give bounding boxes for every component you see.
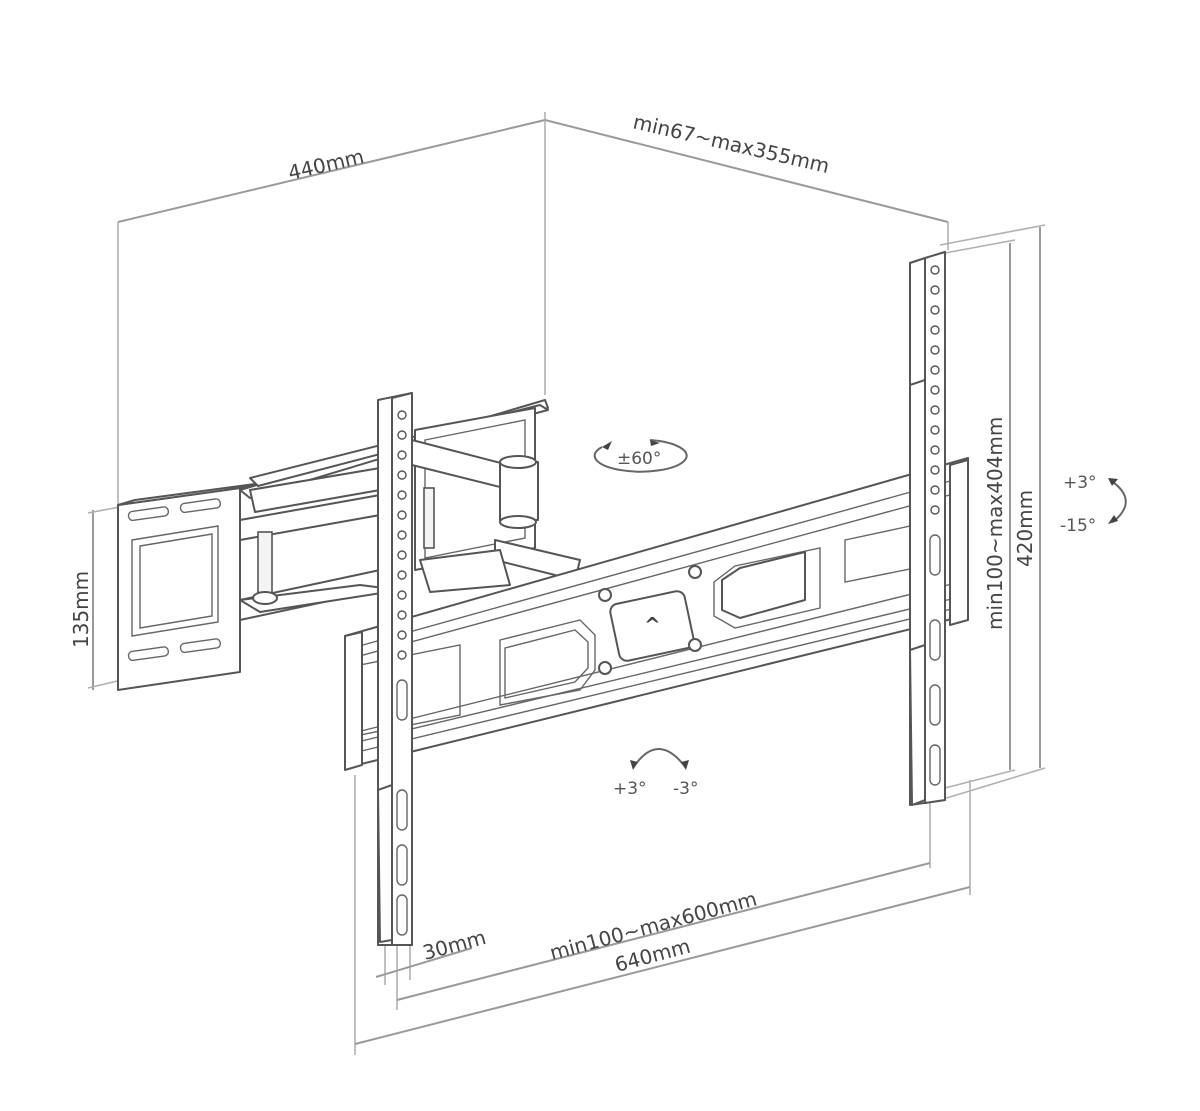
label-level-minus: -3° bbox=[673, 779, 698, 799]
center-arrow-marker: ^ bbox=[644, 613, 661, 637]
horizontal-rail bbox=[344, 457, 969, 771]
label-tilt-down: -15° bbox=[1060, 516, 1096, 536]
label-extension-depth: 440mm bbox=[286, 144, 367, 185]
label-tilt-up: +3° bbox=[1063, 473, 1097, 493]
swivel-arrow-icon bbox=[593, 439, 688, 473]
label-vertical-vesa: min100~max404mm bbox=[983, 417, 1007, 630]
tilt-arrow-icon bbox=[1109, 479, 1127, 523]
label-level-plus: +3° bbox=[613, 779, 647, 799]
level-indicator: +3° -3° bbox=[613, 748, 698, 799]
tilt-indicator: +3° -15° bbox=[1060, 473, 1127, 536]
level-arrow-icon bbox=[632, 748, 687, 769]
label-wall-plate-height: 135mm bbox=[69, 571, 93, 648]
right-vertical-bracket bbox=[909, 251, 946, 806]
left-vertical-bracket bbox=[377, 392, 413, 946]
wall-plate bbox=[117, 483, 256, 691]
label-arm-offset: 30mm bbox=[420, 925, 488, 965]
dimension-lines bbox=[87, 112, 1046, 1055]
swivel-indicator: ±60° bbox=[593, 439, 688, 473]
label-swivel: ±60° bbox=[617, 449, 661, 469]
label-bracket-height: 420mm bbox=[1013, 490, 1037, 567]
